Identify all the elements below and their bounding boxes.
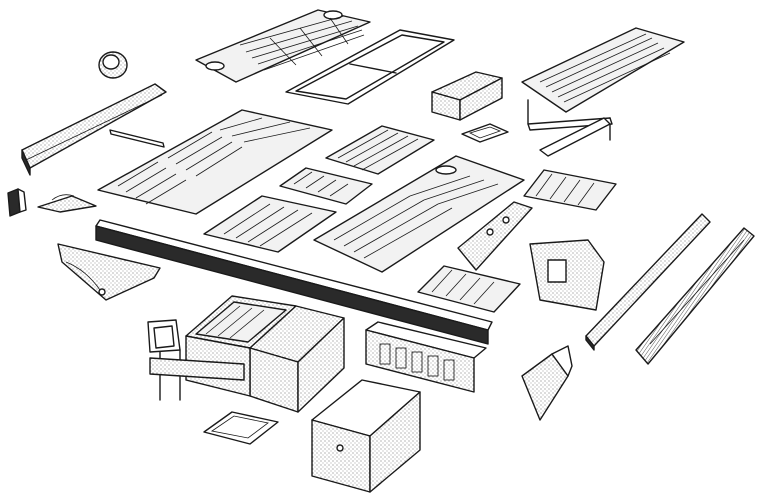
right-ribbed-panel-part: [523, 169, 617, 211]
battery-box-part: [185, 295, 345, 413]
center-floor-panel-part: [313, 155, 525, 273]
small-ribbed-panel-part: [279, 167, 373, 205]
mounting-bracket-part: [457, 201, 533, 271]
ribbed-housing-part: [365, 321, 487, 393]
framed-hatch-panel-part: [285, 29, 455, 105]
small-square-plate-part: [461, 123, 509, 143]
side-plate-part: [529, 239, 605, 311]
small-bracket-part: [7, 188, 27, 217]
left-floor-panel-part: [97, 109, 333, 215]
right-channel-rail-part: [585, 213, 711, 351]
grommet-part: [98, 51, 128, 79]
angle-bracket-part: [521, 345, 573, 421]
left-gusset-part: [57, 243, 161, 301]
perforated-rail-part: [635, 227, 755, 365]
square-frame-part: [147, 319, 245, 401]
toolbox-part: [311, 379, 421, 493]
center-ribbed-panel-part: [325, 125, 435, 175]
long-sill-beam-part: [95, 219, 493, 345]
stipple-block-part: [431, 71, 503, 121]
rear-platform-part: [521, 27, 685, 157]
front-floor-panel-part: [195, 9, 371, 83]
left-sill-channel-part: [21, 83, 167, 176]
wedge-bracket-part: [37, 194, 97, 213]
step-ribbed-panel-part: [417, 265, 521, 313]
flat-gasket-part: [203, 411, 279, 445]
thin-strip-part: [109, 129, 165, 148]
lower-ribbed-panel-part: [203, 195, 337, 253]
